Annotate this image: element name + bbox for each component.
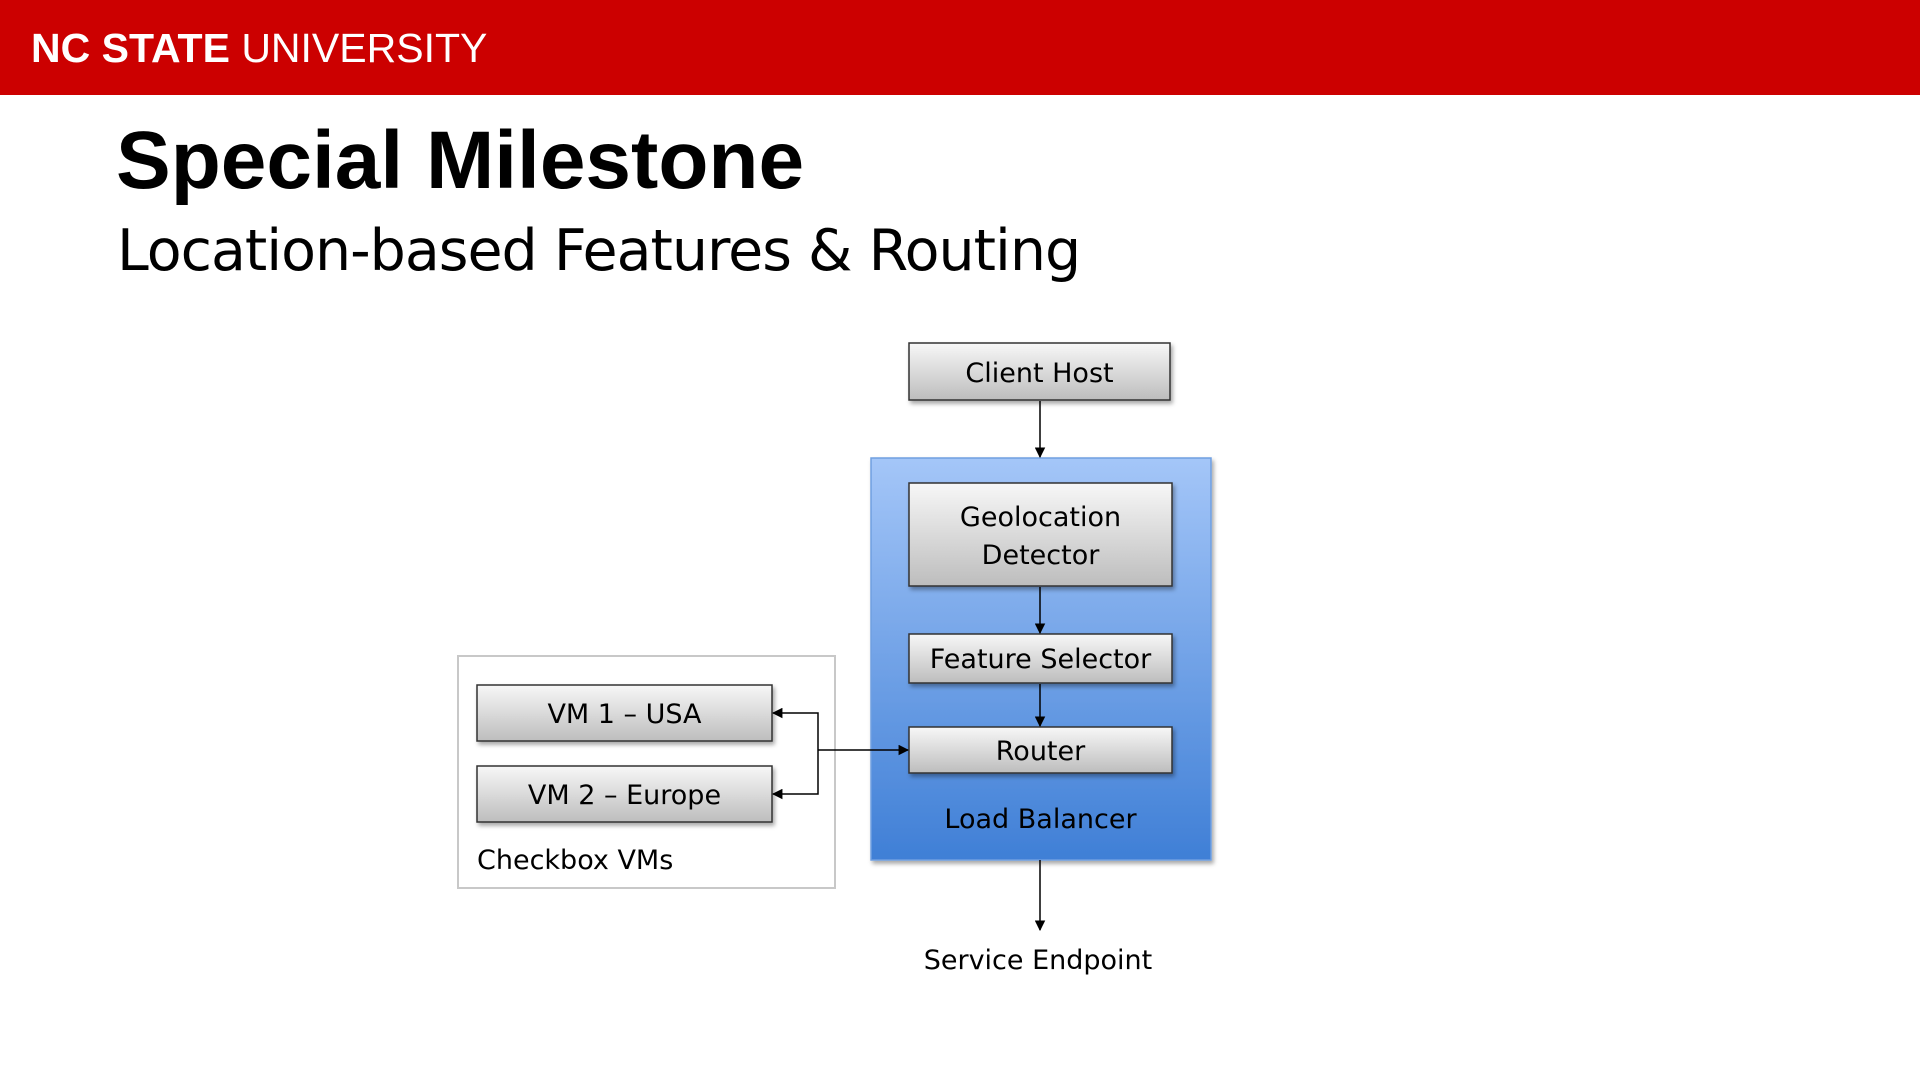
slide-subtitle: Location-based Features & Routing — [117, 218, 1081, 284]
logo-light-word: UNIVERSITY — [241, 25, 488, 71]
vm1-label: VM 1 – USA — [547, 699, 702, 730]
client-host-box — [908, 342, 1171, 401]
connector-vm2 — [771, 750, 819, 800]
service-endpoint-label: Service Endpoint — [924, 945, 1153, 976]
checkbox-vms-label: Checkbox VMs — [477, 845, 673, 876]
router-label: Router — [996, 736, 1086, 767]
connector-vm1 — [771, 707, 819, 750]
vm2-label: VM 2 – Europe — [528, 780, 721, 811]
client-host-label: Client Host — [965, 358, 1113, 389]
slide-title: Special Milestone — [116, 115, 805, 206]
load-balancer-label: Load Balancer — [944, 804, 1137, 835]
geolocation-label-line2: Detector — [982, 540, 1101, 571]
vm2-box — [476, 765, 773, 823]
feature-selector-box — [908, 633, 1173, 684]
logo-bold-text: NC STATE — [31, 25, 230, 71]
logo-light-text: UNIVERSITY — [230, 25, 487, 71]
geolocation-label-line1: Geolocation — [960, 502, 1121, 533]
university-logo: NC STATE UNIVERSITY — [31, 24, 487, 72]
vm1-box — [476, 684, 773, 742]
header-bar: NC STATE UNIVERSITY — [0, 0, 1920, 95]
feature-selector-label: Feature Selector — [930, 644, 1152, 675]
geolocation-detector-box — [908, 482, 1173, 587]
router-box — [908, 726, 1173, 774]
